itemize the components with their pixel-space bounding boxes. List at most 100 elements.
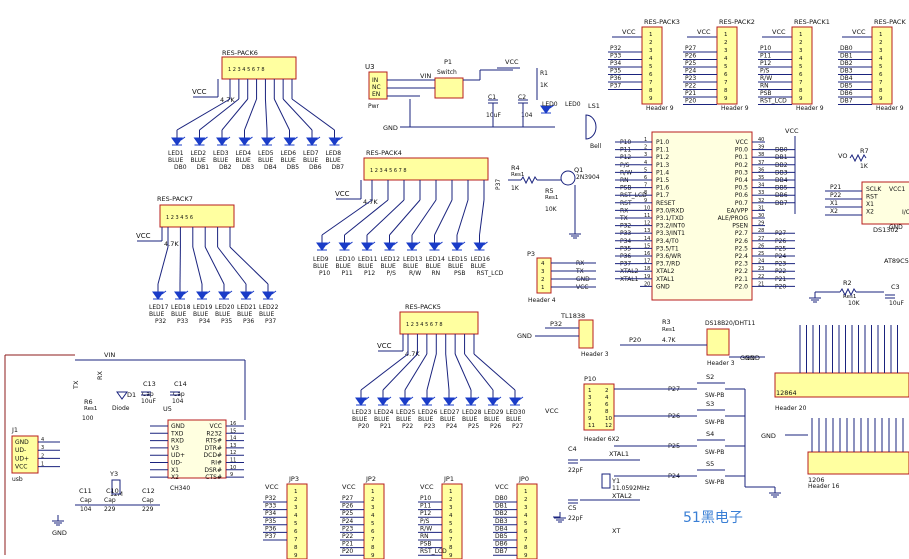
bottom-header-pin: RN: [420, 533, 429, 540]
ds1302-net: P22: [830, 192, 841, 199]
header-pin-number: 5: [724, 64, 728, 70]
ds1302-pin: X1: [866, 201, 874, 208]
led-ray: [364, 396, 370, 401]
header-pin-number: 7: [799, 80, 803, 86]
top-pack-pin: DB3: [840, 68, 853, 75]
pack-wire: [321, 199, 373, 236]
led-color: BLUE: [303, 157, 319, 164]
pack-wire: [244, 98, 258, 131]
bottom-header-pin: PSB: [420, 541, 432, 548]
top-pack-pin: P24: [685, 68, 696, 75]
bottom-header-pin-number: 2: [294, 497, 298, 503]
top-pack-pin: DB0: [840, 45, 853, 52]
ch340-left-pin: GND: [171, 423, 185, 430]
led-ref: LED8: [326, 150, 342, 157]
bottom-header-ref: JP1: [443, 475, 454, 483]
ds1302-pin: GND: [889, 224, 903, 231]
led-ref: LED10: [336, 256, 356, 263]
led-ray: [161, 290, 167, 295]
top-pack-title: RES-PACK: [874, 18, 906, 26]
header6x2-pin: 7: [588, 409, 592, 415]
c12-cap: Cap: [142, 497, 154, 504]
led-net: P25: [468, 423, 479, 430]
usb-pin-number: 3: [41, 445, 44, 451]
mcu-pin-number: 11: [644, 213, 650, 219]
led-ref: LED13: [403, 256, 423, 263]
top-pack-pin: P12: [760, 60, 771, 67]
header-pin-number: 8: [879, 88, 883, 94]
c13-value: 10uF: [141, 398, 156, 405]
led-ref: LED9: [313, 256, 329, 263]
top-pack-footer: Header 9: [721, 105, 749, 112]
c5-ref: C5: [568, 504, 577, 512]
led-ray: [227, 290, 233, 295]
mcu-right-pin: P2.3: [735, 261, 748, 268]
led-net: P/S: [387, 270, 397, 277]
power-gnd: GND: [383, 124, 398, 132]
c5-value: 22pF: [568, 515, 583, 522]
header-pin-number: 6: [879, 72, 883, 78]
header-pin-number: 7: [879, 80, 883, 86]
q1-part: 2N3904: [576, 174, 600, 181]
mcu-pin-number: 15: [644, 243, 650, 249]
c10-value: 229: [104, 506, 116, 513]
header-pin-number: 8: [649, 88, 653, 94]
header-pin-number: 9: [724, 96, 728, 102]
bottom-header-pin-number: 7: [524, 537, 528, 543]
bottom-header-pin-number: 7: [294, 537, 298, 543]
top-pack-pin: R/W: [760, 75, 772, 82]
top-pack-footer: Header 9: [876, 105, 904, 112]
pack-wire: [366, 199, 405, 236]
led-diode: [383, 242, 396, 251]
top-pack-pin: P27: [685, 45, 696, 52]
ch340-rx: RX: [96, 370, 104, 380]
led-color: BLUE: [326, 157, 342, 164]
header-pin-number: 3: [879, 48, 883, 54]
led-ref: LED14: [426, 256, 446, 263]
bottom-header-pin-number: 6: [371, 529, 375, 535]
resistor-pack-rp5: [399, 311, 479, 335]
bottom-header-pin-number: 6: [294, 529, 298, 535]
mcu-right-pin: PSEN: [732, 223, 748, 230]
led-color: BLUE: [259, 311, 275, 318]
pack-wire: [229, 246, 269, 285]
led-net: P32: [155, 318, 166, 325]
mcu-pin-number: 40: [758, 137, 764, 143]
led-net: DB3: [242, 164, 255, 171]
mcu-pin-number: 26: [758, 243, 764, 249]
led-diode: [399, 397, 411, 406]
led-ray: [248, 136, 253, 141]
mcu-pin-number: 3: [644, 152, 647, 158]
led-ray: [518, 396, 524, 401]
led-color: BLUE: [418, 416, 434, 423]
led-ray: [386, 396, 392, 401]
top-pack-vcc: VCC: [852, 28, 866, 36]
led-color: BLUE: [168, 157, 184, 164]
header6x2-pin: 4: [605, 395, 609, 401]
header-pin-number: 9: [649, 96, 653, 102]
r1-value: 1K: [540, 82, 549, 89]
p1-label: Switch: [437, 69, 457, 76]
led-color: BLUE: [484, 416, 500, 423]
led-ref: LED29: [484, 409, 504, 416]
led-ref: LED22: [259, 304, 279, 311]
led-ray: [315, 136, 321, 141]
led-net: P20: [358, 423, 369, 430]
ds18b20-gnd: GND: [740, 354, 755, 362]
u3-pin: IN: [372, 77, 378, 84]
bottom-header-pin: DB6: [495, 541, 508, 548]
led-color: BLUE: [403, 263, 419, 270]
led-ray: [408, 396, 414, 401]
bottom-header-pin-number: 2: [371, 497, 375, 503]
led-ref: LED23: [352, 409, 372, 416]
led-net: DB5: [287, 164, 300, 171]
led-color: BLUE: [213, 157, 229, 164]
led-diode: [218, 291, 230, 300]
top-pack-pin: DB4: [840, 75, 853, 82]
header-pin-number: 4: [649, 56, 653, 62]
ch340-pin-number: 14: [230, 436, 236, 442]
c1-value: 10uF: [486, 112, 501, 119]
top-pack-pin: P34: [610, 60, 621, 67]
bottom-header-pin-number: 3: [449, 505, 453, 511]
